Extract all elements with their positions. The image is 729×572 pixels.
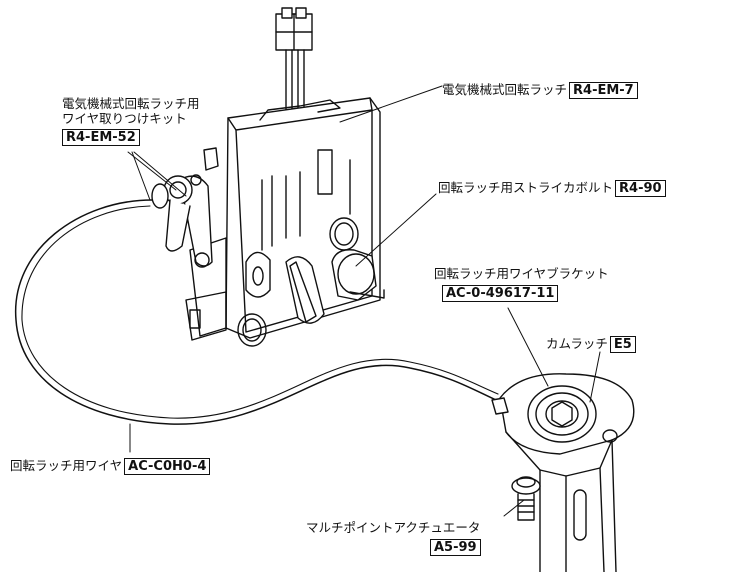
actuator-code: A5-99 [430,539,481,556]
actuator-label: マルチポイントアクチュエータ A5-99 [306,520,481,556]
cam-code: E5 [609,336,636,353]
rotary-latch-body [185,97,381,347]
wire-code: AC-C0H0-4 [124,458,211,475]
wire-cable [14,199,499,425]
bracket-name: 回転ラッチ用ワイヤブラケット [434,266,609,281]
wire-bracket [491,373,635,572]
wire-kit-line1: 電気機械式回転ラッチ用 [62,96,200,111]
cam-name: カムラッチ [546,336,608,351]
leader-lines [127,85,601,517]
multipoint-actuator [511,476,541,521]
wire-kit-line2: ワイヤ取りつけキット [62,111,187,126]
striker-name: 回転ラッチ用ストライカボルト [438,180,614,195]
bracket-code: AC-0-49617-11 [442,285,559,302]
latch-code: R4-EM-7 [569,82,638,99]
actuator-name: マルチポイントアクチュエータ [306,520,481,535]
wire-kit-code: R4-EM-52 [62,129,140,146]
wire-kit-label: 電気機械式回転ラッチ用 ワイヤ取りつけキット R4-EM-52 [62,96,200,146]
latch-name: 電気機械式回転ラッチ [442,82,568,97]
wire-mount-kit [151,147,219,268]
striker-bolt [331,249,385,301]
bracket-label: 回転ラッチ用ワイヤブラケット AC-0-49617-11 [434,266,609,302]
striker-code: R4-90 [615,180,666,197]
wire-name: 回転ラッチ用ワイヤ [10,458,123,473]
